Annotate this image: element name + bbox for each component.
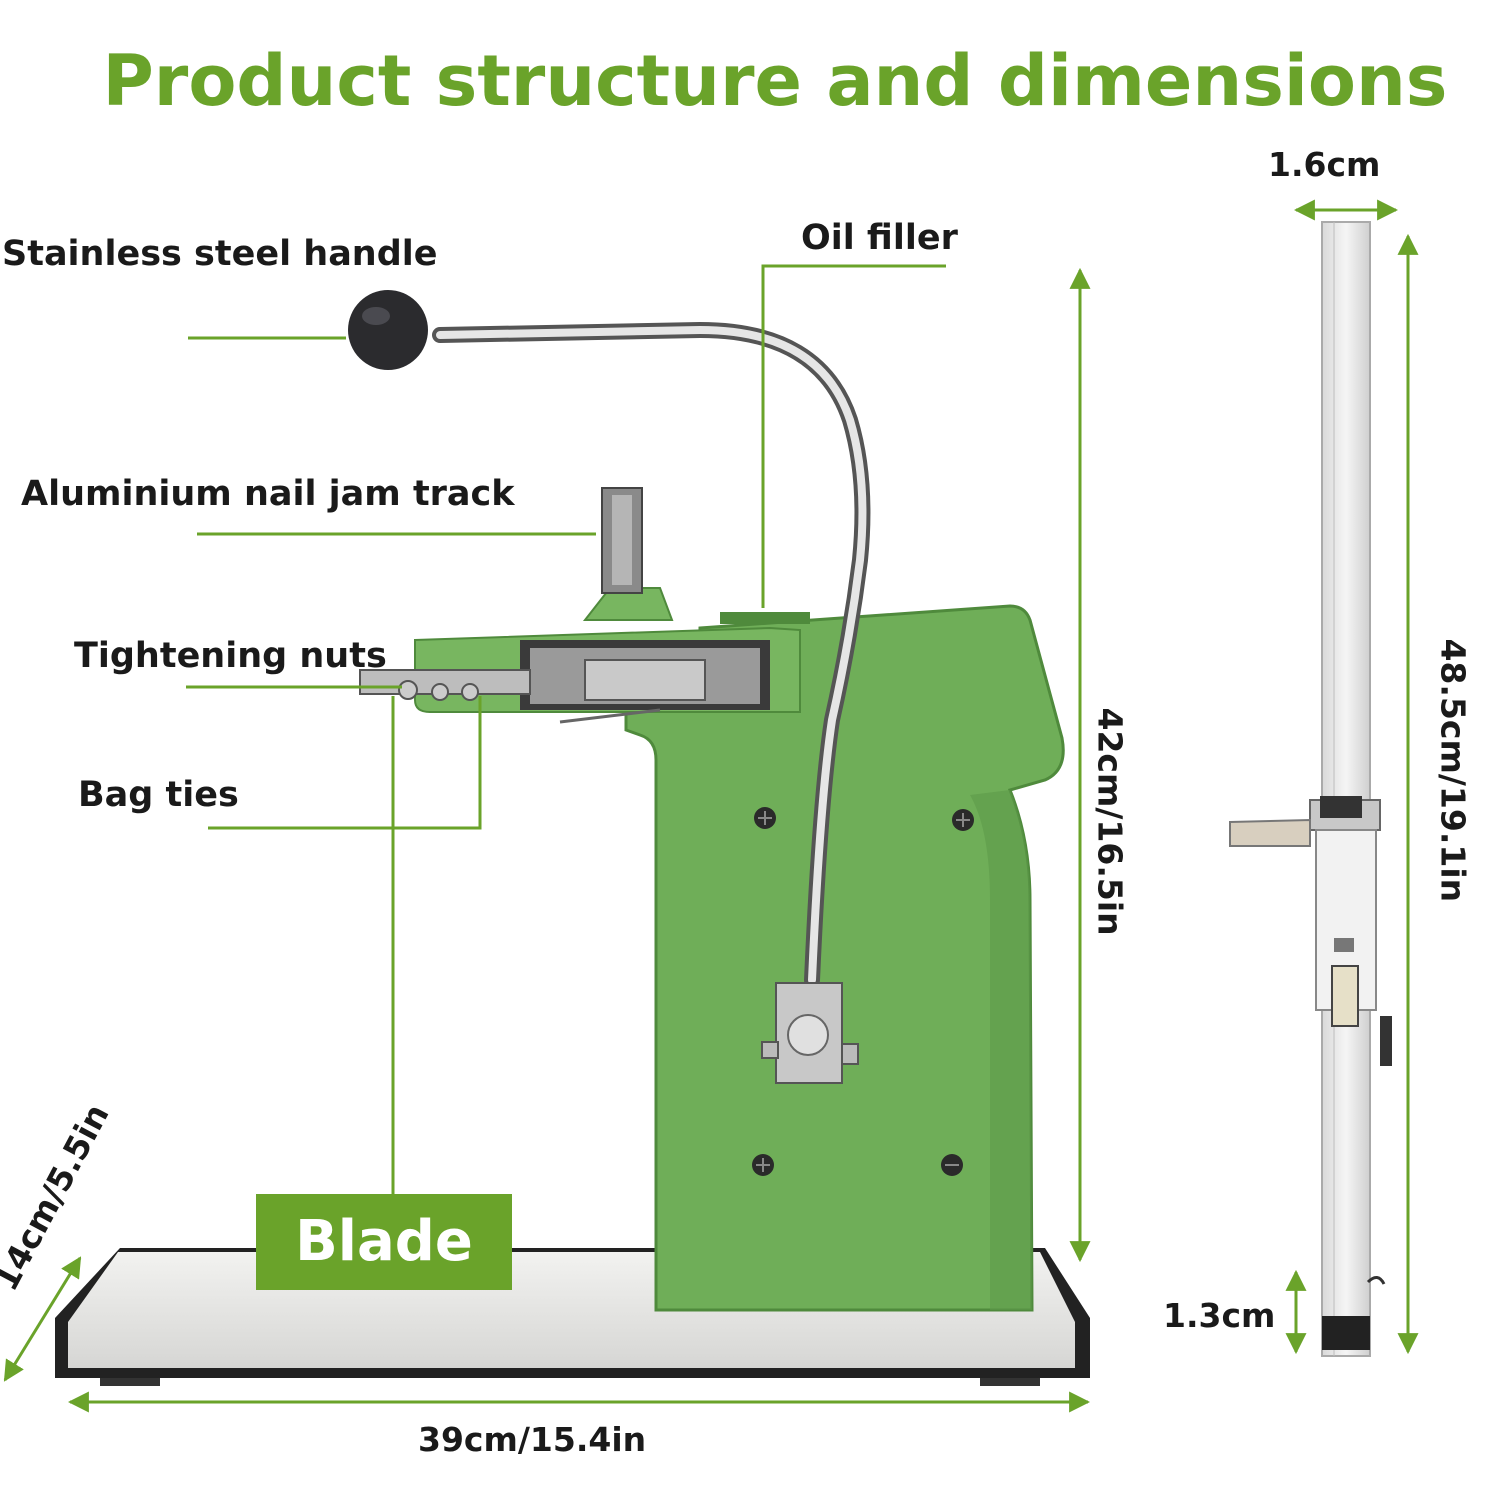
track-dimension-arrows	[1285, 199, 1419, 1355]
machine-body	[624, 604, 1065, 1312]
top-arm	[359, 487, 810, 724]
dim-height: 42cm/16.5in	[1090, 707, 1130, 936]
dim-track-bottom: 1.3cm	[1163, 1296, 1276, 1335]
leader-lines	[186, 264, 946, 1194]
label-aluminium-nail-jam-track: Aluminium nail jam track	[21, 474, 515, 514]
label-stainless-steel-handle: Stainless steel handle	[2, 234, 438, 274]
dimension-arrows	[3, 267, 1091, 1413]
label-blade: Blade	[256, 1194, 512, 1290]
label-oil-filler: Oil filler	[801, 218, 958, 258]
label-tightening-nuts: Tightening nuts	[74, 636, 387, 676]
dim-width: 39cm/15.4in	[418, 1420, 647, 1459]
track-side-view	[1229, 221, 1392, 1357]
dim-track-width: 1.6cm	[1268, 145, 1381, 184]
handle-rod	[348, 290, 871, 1084]
dim-track-length: 48.5cm/19.1in	[1433, 638, 1473, 903]
label-bag-ties: Bag ties	[78, 775, 239, 815]
page-title: Product structure and dimensions	[102, 40, 1448, 122]
